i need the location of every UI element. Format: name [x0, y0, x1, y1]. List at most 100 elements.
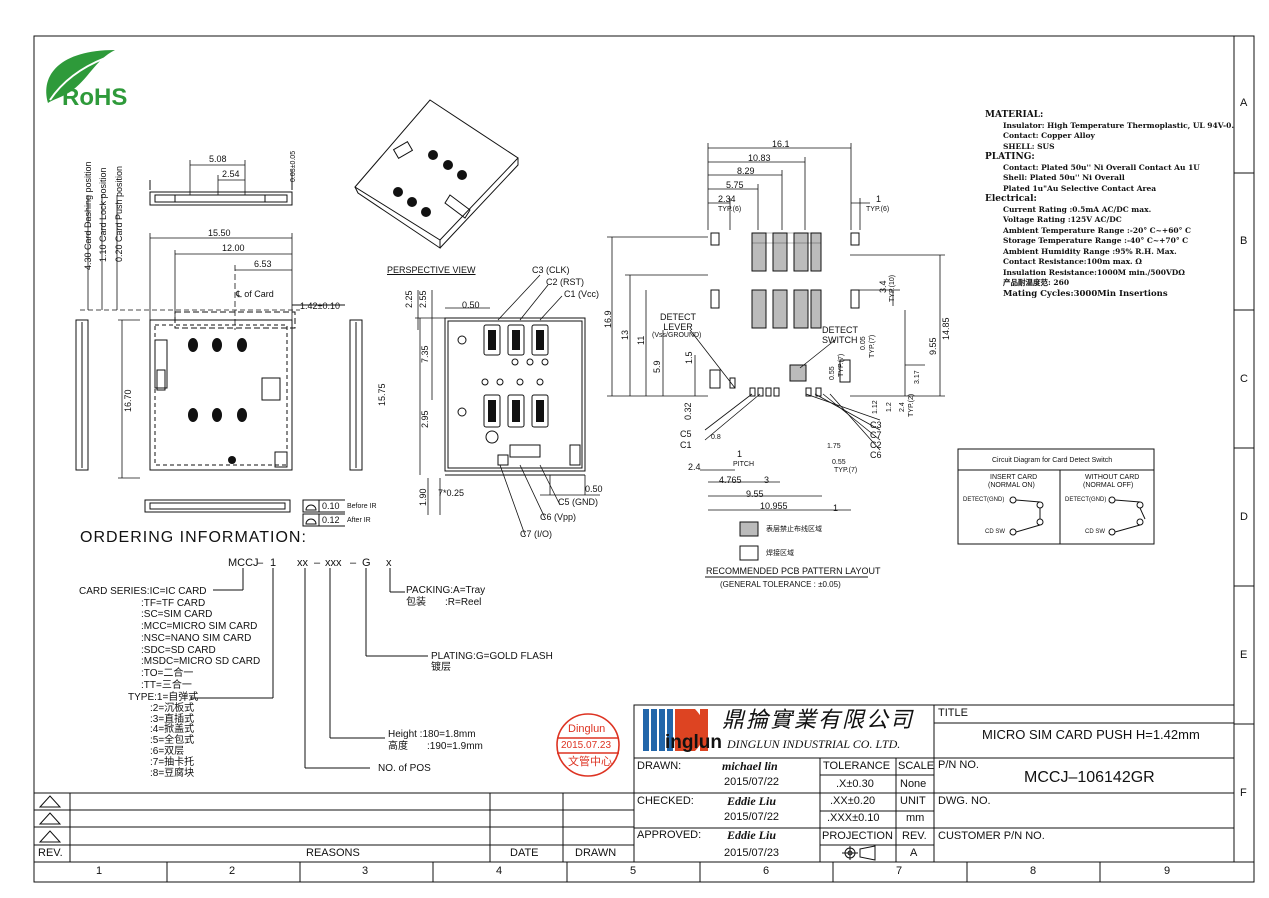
pcb-detect-lever-sub: (Vss/GROUND) — [652, 332, 702, 339]
title-block-grid — [633, 704, 1235, 863]
main-top-view — [149, 311, 296, 471]
pn-value: MCCJ–106142GR — [1024, 769, 1155, 786]
drawn-by: michael lin — [722, 759, 778, 773]
circuit-without: WITHOUT CARD — [1085, 474, 1140, 481]
perspective-3d-view — [354, 99, 519, 249]
dim-1-90: 1.90 — [418, 488, 428, 506]
pcb-dim-16-1: 16.1 — [772, 139, 790, 149]
dimension-lines-top — [80, 160, 300, 479]
dim-7-35: 7.35 — [420, 345, 430, 363]
dim-7x0-25: 7*0.25 — [438, 488, 465, 498]
spec-mating-cycles: Mating Cycles:3000Min Insertions — [1003, 288, 1168, 299]
type-8: :8=豆腐块 — [150, 767, 195, 779]
dim-5-08: 5.08 — [209, 154, 227, 164]
pcb-dim-5-75: 5.75 — [726, 180, 744, 190]
dim-2-55: 2.55 — [418, 290, 428, 308]
pcb-label-c1: C1 — [680, 440, 692, 450]
revision-block — [34, 792, 634, 862]
row-label-a: A — [1240, 97, 1248, 109]
circuit-cd-sw-1: CD SW — [985, 529, 1005, 535]
pcb-dim-5-9: 5.9 — [652, 360, 662, 373]
pcb-dim-0-55b: 0.55 — [832, 459, 846, 466]
spec-electrical-heading: Electrical: — [985, 194, 1037, 204]
pcb-dim-1-75: 1.75 — [827, 443, 841, 450]
drawn-label: DRAWN: — [637, 760, 682, 772]
pcb-legend-solder: 焊接区域 — [766, 550, 794, 557]
logo-text: inglun — [665, 732, 722, 753]
ordering-code-g: G — [362, 557, 371, 569]
ordering-code-xx: xx — [297, 557, 308, 569]
rev-value: A — [910, 847, 918, 859]
company-cn: 鼎掄實業有限公司 — [722, 707, 915, 732]
rev-header: REV. — [38, 847, 63, 859]
row-label-b: B — [1240, 235, 1248, 247]
circuit-detect-gnd-1: DETECT(GND) — [963, 497, 1005, 503]
pcb-legend-keepout: 表层禁止布线区域 — [766, 526, 822, 533]
checked-label: CHECKED: — [637, 795, 694, 807]
label-c2-rst: C2 (RST) — [546, 277, 584, 287]
type-3: :3=直插式 — [150, 713, 195, 725]
ordering-code-dash2: – — [314, 557, 321, 569]
height-cn: 高度 — [388, 741, 408, 752]
type-4: :4=掀盖式 — [150, 724, 195, 736]
label-c3-clk: C3 (CLK) — [532, 265, 570, 275]
label-c7-io: C7 (I/O) — [520, 529, 553, 539]
checked-date: 2015/07/22 — [724, 811, 780, 823]
stamp-dept: 文管中心 — [568, 756, 612, 768]
col-label-5: 5 — [630, 865, 637, 877]
pos-4-30: 4.30 Card Dashing position — [83, 161, 93, 270]
card-center-label: ℄ of Card — [236, 289, 274, 299]
pcb-dim-1c: 1 — [833, 503, 839, 513]
pcb-dim-2-4v: 2.4 — [899, 402, 906, 412]
scale-value: None — [900, 778, 927, 790]
pcb-dim-1-5: 1.5 — [684, 351, 694, 364]
plating-label: PLATING:G=GOLD FLASH — [431, 651, 553, 662]
col-label-2: 2 — [229, 865, 236, 877]
spec-ambient-temp: Ambient Temperature Range :-20° C~+60° C — [1003, 225, 1191, 235]
stamp-date: 2015.07.23 — [561, 740, 612, 751]
pcb-typ2: TYP.(2) — [908, 393, 915, 417]
unit-label: UNIT — [900, 795, 926, 807]
pcb-dimensions — [607, 143, 945, 511]
no-of-pos: NO. of POS — [378, 763, 431, 774]
side-view-top — [149, 170, 293, 206]
contact-pads-top — [188, 338, 247, 464]
pcb-dim-3-4: 3.4 — [878, 280, 888, 293]
before-ir: Before IR — [347, 503, 377, 510]
pcb-label-c5: C5 — [680, 429, 692, 439]
series-sc: :SC=SIM CARD — [141, 609, 213, 621]
series-msdc: :MSDC=MICRO SD CARD — [141, 656, 261, 668]
circuit-without-sub: (NORMAL OFF) — [1083, 482, 1134, 489]
drawn-header: DRAWN — [575, 847, 617, 859]
ordering-series-list: CARD SERIES:IC=IC CARD :TF=TF CARD :SC=S… — [79, 586, 260, 691]
row-label-d: D — [1240, 511, 1248, 523]
row-label-c: C — [1240, 373, 1248, 385]
col-label-8: 8 — [1030, 865, 1037, 877]
dim-15-75: 15.75 — [377, 383, 387, 406]
pcb-label-c6: C6 — [870, 450, 882, 460]
tolerance-label: TOLERANCE — [823, 760, 891, 772]
pcb-layout-title: RECOMMENDED PCB PATTERN LAYOUT — [706, 566, 881, 576]
drawn-date: 2015/07/22 — [724, 776, 780, 788]
checked-by: Eddie Liu — [727, 794, 777, 808]
projection-symbol-icon — [842, 845, 876, 861]
circuit-title: Circuit Diagram for Card Detect Switch — [992, 457, 1113, 464]
pcb-dim-8-29: 8.29 — [737, 166, 755, 176]
spec-contact: Contact: Copper Alloy — [1003, 131, 1095, 140]
series-tf: :TF=TF CARD — [141, 597, 206, 609]
side-view-left — [75, 319, 89, 471]
pcb-dim-0-8: 0.8 — [711, 434, 721, 441]
dim-16-70: 16.70 — [123, 389, 133, 412]
dinglun-logo-icon — [643, 709, 708, 751]
dim-15-50: 15.50 — [208, 228, 231, 238]
pos-0-20: 0.20 Card Push position — [114, 165, 124, 262]
ordering-title: ORDERING INFORMATION: — [80, 529, 307, 546]
pcb-label-c3: C3 — [870, 420, 882, 430]
pcb-dim-16-9: 16.9 — [603, 310, 613, 328]
spec-material-heading: MATERIAL: — [985, 110, 1044, 120]
series-nsc: :NSC=NANO SIM CARD — [141, 632, 252, 644]
pcb-detect-switch: DETECT SWITCH — [822, 325, 858, 345]
circuit-detect-gnd-2: DETECT(GND) — [1065, 497, 1107, 503]
spec-shell: SHELL: SUS — [1003, 141, 1055, 151]
pcb-dim-0-05: 0.05 — [860, 336, 867, 350]
